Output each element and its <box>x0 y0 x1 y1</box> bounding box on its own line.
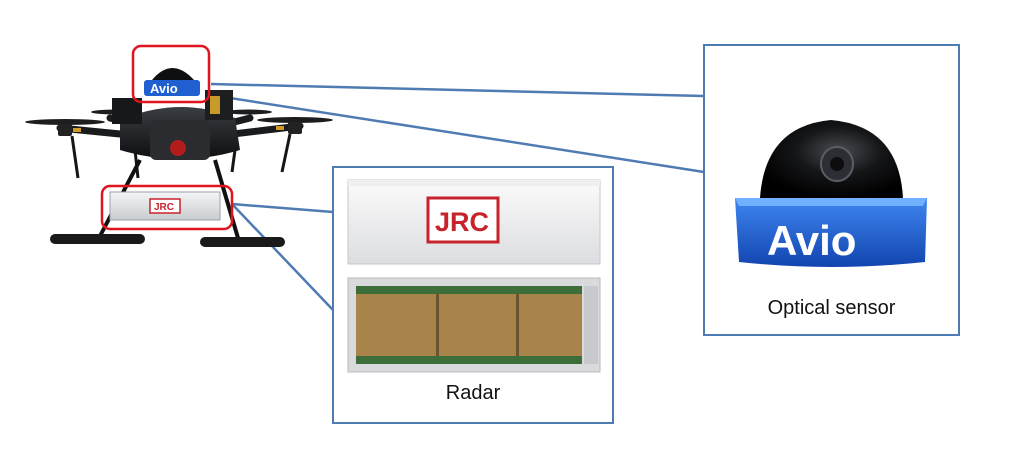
radar-photo: JRC <box>347 179 601 373</box>
radar-panel: JRC Radar <box>332 166 614 424</box>
radar-brand-label: JRC <box>435 207 489 237</box>
camera-to-optical-panel-bottom-line <box>210 93 705 174</box>
optical-brand-label: Avio <box>767 217 856 264</box>
camera-highlight-box <box>131 44 211 104</box>
drone-photo: Avio JRC <box>25 44 333 247</box>
radar-board-image <box>347 277 601 373</box>
motors <box>58 122 302 136</box>
optical-caption: Optical sensor <box>767 297 896 319</box>
optical-sensor-panel: Avio Optical sensor <box>703 44 960 336</box>
landing-skids <box>50 234 285 247</box>
radar-housing-image: JRC <box>347 179 601 265</box>
radar-brand-label-small: JRC <box>154 202 174 213</box>
radar-to-radar-panel-bottom-line <box>231 203 334 311</box>
radar-caption: Radar <box>445 382 501 404</box>
rotor-blades <box>25 109 333 125</box>
radar-on-drone: JRC <box>109 191 221 221</box>
camera-brand-label: Avio <box>150 81 178 96</box>
radar-to-radar-panel-top-line <box>231 202 334 214</box>
radar-highlight-box <box>100 184 234 231</box>
camera-to-optical-panel-top-line <box>210 82 705 98</box>
optical-sensor-photo: Avio <box>735 120 927 267</box>
camera-on-drone: Avio <box>144 68 200 96</box>
camera-dome-image: Avio <box>735 120 927 267</box>
